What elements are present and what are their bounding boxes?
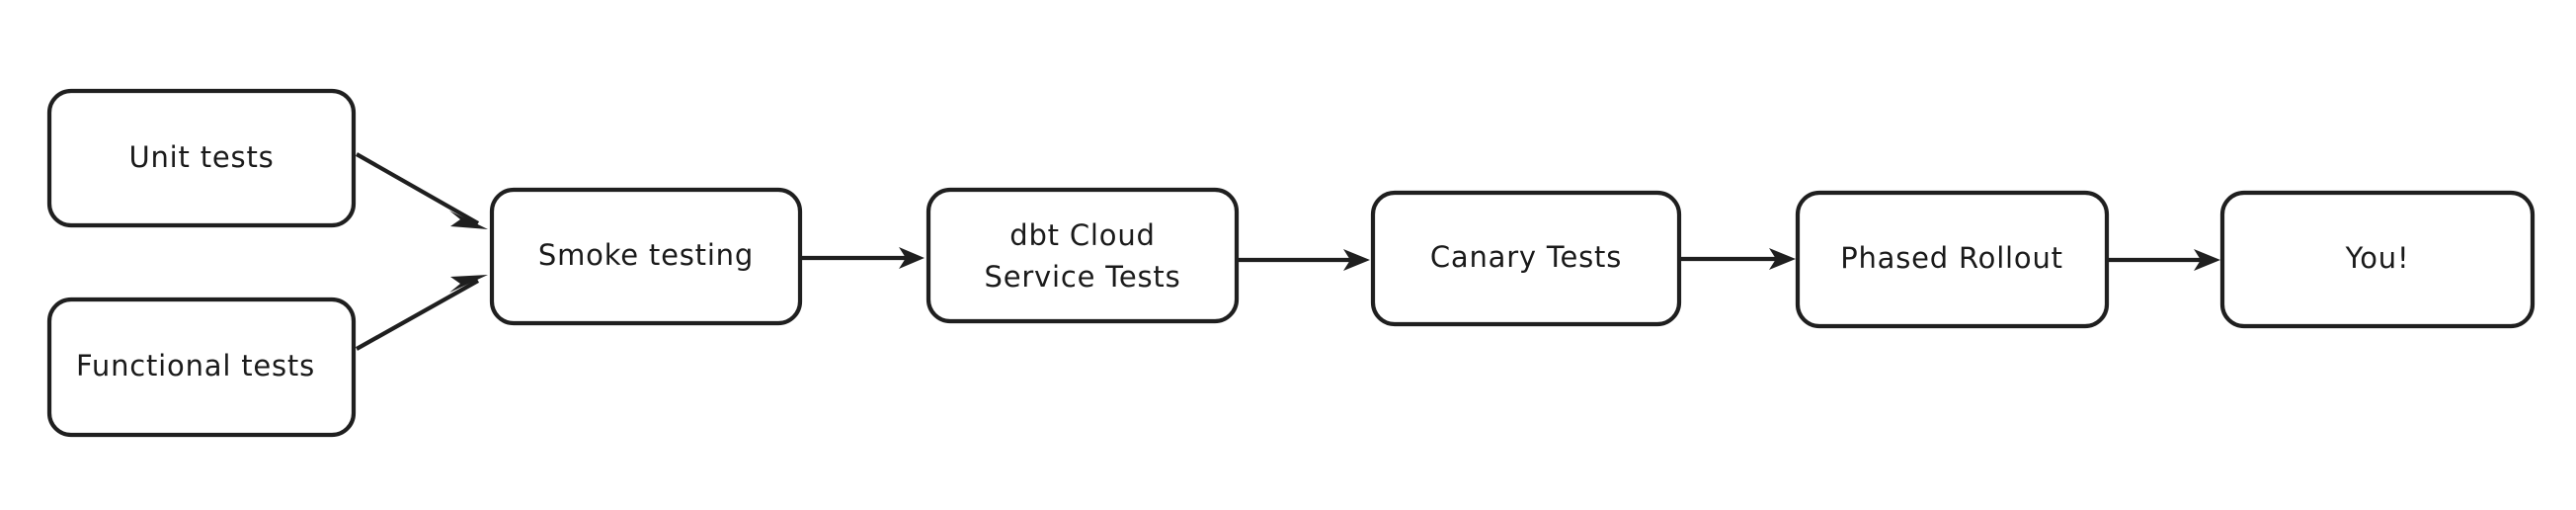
node-you-label: You! — [2345, 241, 2410, 275]
node-dbt-cloud-service-tests[interactable]: dbt Cloud Service Tests — [926, 187, 1240, 324]
node-phased-rollout-box[interactable] — [1795, 190, 2110, 329]
edge-unit-tests-to-smoke-testing — [355, 152, 488, 229]
node-smoke-testing[interactable]: Smoke testing — [489, 187, 803, 326]
node-canary-tests[interactable]: Canary Tests — [1370, 190, 1682, 327]
node-phased-rollout[interactable]: Phased Rollout — [1795, 190, 2110, 329]
node-canary-tests-label: Canary Tests — [1430, 240, 1622, 274]
node-functional-tests[interactable]: Functional tests — [46, 297, 357, 438]
node-canary-tests-box[interactable] — [1370, 190, 1682, 327]
node-you-box[interactable] — [2219, 190, 2536, 329]
node-dbt-cloud-service-tests-box[interactable] — [926, 187, 1240, 324]
node-functional-tests-label: Functional tests — [76, 349, 315, 382]
node-dbt-cloud-service-tests-label-line1: dbt Cloud — [1009, 218, 1155, 252]
node-smoke-testing-box[interactable] — [489, 187, 803, 326]
node-dbt-cloud-service-tests-label-line2: Service Tests — [984, 260, 1180, 294]
node-you[interactable]: You! — [2219, 190, 2536, 329]
edge-canary-tests-to-phased-rollout — [1681, 248, 1796, 270]
edge-functional-tests-to-smoke-testing — [355, 275, 488, 351]
node-phased-rollout-label: Phased Rollout — [1840, 241, 2063, 275]
edge-smoke-testing-to-dbt-cloud-service-tests — [802, 247, 925, 269]
node-smoke-testing-label: Smoke testing — [538, 238, 754, 272]
node-unit-tests[interactable]: Unit tests — [46, 88, 357, 228]
edge-dbt-cloud-service-tests-to-canary-tests — [1239, 249, 1370, 271]
node-functional-tests-box[interactable] — [46, 297, 357, 438]
node-unit-tests-label: Unit tests — [128, 140, 274, 174]
edge-phased-rollout-to-you — [2109, 249, 2220, 271]
node-unit-tests-box[interactable] — [46, 88, 357, 228]
